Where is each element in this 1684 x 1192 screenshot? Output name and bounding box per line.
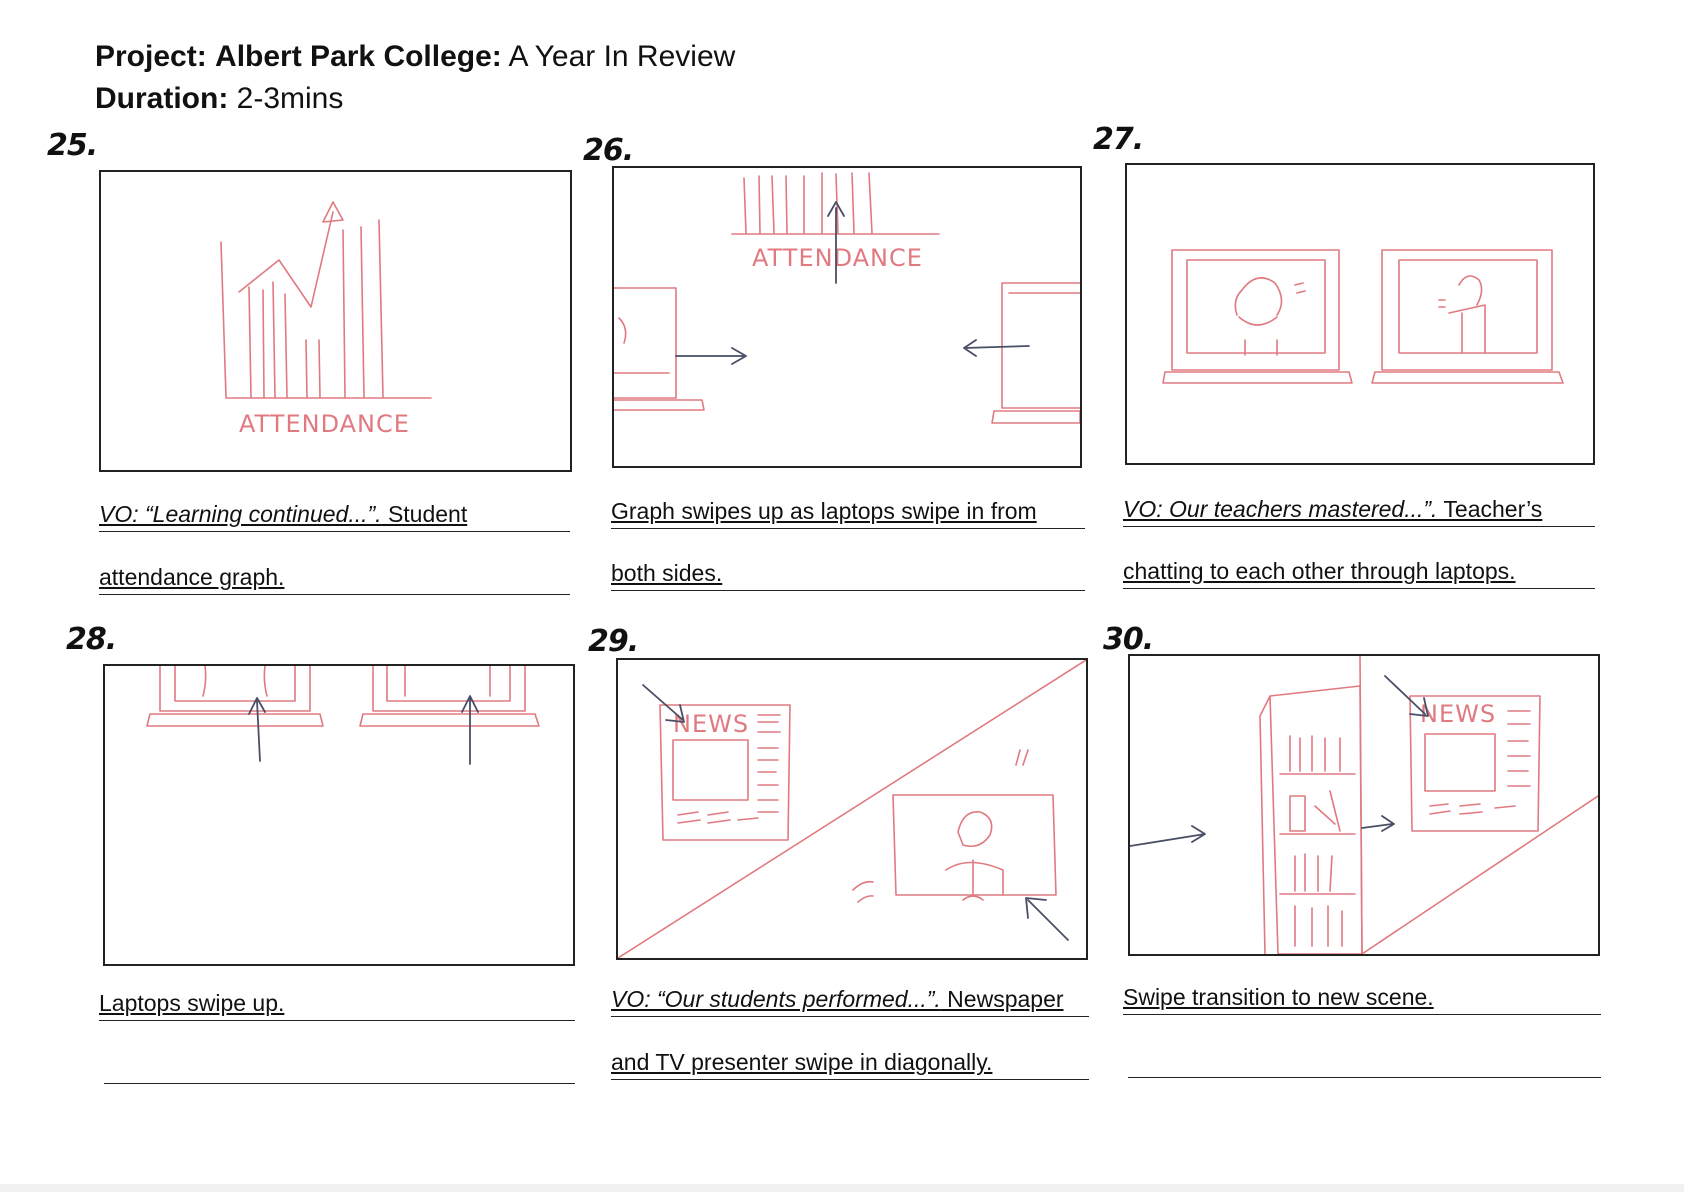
panel-number: 25. [47, 128, 98, 163]
storyboard-frame [1125, 163, 1595, 465]
storyboard-frame: ATTENDANCE [612, 166, 1082, 468]
caption-text: attendance graph. [99, 564, 285, 590]
panel-number: 29. [588, 624, 639, 659]
duration-label: Duration: [95, 82, 229, 115]
caption-line: and TV presenter swipe in diagonally. [611, 1045, 1089, 1080]
caption-line [104, 1049, 575, 1084]
caption-text: chatting to each other through laptops. [1123, 558, 1516, 584]
caption-text: Swipe transition to new scene. [1123, 984, 1434, 1010]
sketch-label: NEWS [1420, 700, 1496, 728]
sketch-label: NEWS [673, 710, 749, 738]
swipe-graph-laptops-sketch: ATTENDANCE [614, 172, 1080, 424]
project-subtitle: A Year In Review [501, 40, 736, 73]
swipe-transition-sketch: NEWS [1130, 656, 1598, 954]
caption-text: Student [381, 501, 468, 527]
caption-line: VO: “Learning continued...”. Student [99, 497, 570, 532]
caption-line: VO: “Our students performed...”. Newspap… [611, 982, 1089, 1017]
panel-number: 27. [1093, 122, 1144, 157]
panel-number: 30. [1103, 622, 1154, 657]
project-line: Project: Albert Park College: A Year In … [95, 36, 735, 78]
caption-text: Laptops swipe up. [99, 990, 285, 1016]
storyboard-frame: NEWS [1128, 654, 1600, 956]
caption-text: and TV presenter swipe in diagonally. [611, 1049, 993, 1075]
caption-line [1128, 1043, 1601, 1078]
newspaper-tv-sketch: NEWS [618, 660, 1086, 958]
page-bottom-edge [0, 1184, 1684, 1192]
caption-line: VO: Our teachers mastered...”. Teacher’s [1123, 492, 1595, 527]
attendance-graph-sketch: ATTENDANCE [220, 201, 432, 438]
caption-vo: VO: “Our students performed...”. [611, 986, 941, 1012]
caption-line: Graph swipes up as laptops swipe in from [611, 494, 1085, 529]
caption-line: Swipe transition to new scene. [1123, 980, 1601, 1015]
duration-value: 2-3mins [228, 82, 344, 115]
caption-vo: VO: Our teachers mastered...”. [1123, 496, 1438, 522]
caption-text: Newspaper [940, 986, 1064, 1012]
caption-text: Teacher’s [1437, 496, 1543, 522]
caption-line: chatting to each other through laptops. [1123, 554, 1595, 589]
teachers-laptops-sketch [1162, 249, 1564, 384]
caption-text: Graph swipes up as laptops swipe in from [611, 498, 1037, 524]
caption-line: attendance graph. [99, 560, 570, 595]
storyboard-frame [103, 664, 575, 966]
project-name: Albert Park College: [215, 40, 502, 73]
project-label: Project: [95, 40, 207, 73]
sketch-label: ATTENDANCE [239, 410, 410, 438]
caption-line: Laptops swipe up. [99, 986, 575, 1021]
panel-number: 28. [66, 622, 117, 657]
sketch-label: ATTENDANCE [752, 244, 923, 272]
storyboard-frame: ATTENDANCE [99, 170, 572, 472]
caption-text: both sides. [611, 560, 723, 586]
storyboard-frame: NEWS [616, 658, 1088, 960]
caption-vo: VO: “Learning continued...”. [99, 501, 382, 527]
caption-line: both sides. [611, 556, 1085, 591]
panel-number: 26. [583, 133, 634, 168]
document-header: Project: Albert Park College: A Year In … [95, 36, 735, 120]
duration-line: Duration: 2-3mins [95, 78, 735, 120]
laptops-swipe-up-sketch [146, 666, 540, 765]
